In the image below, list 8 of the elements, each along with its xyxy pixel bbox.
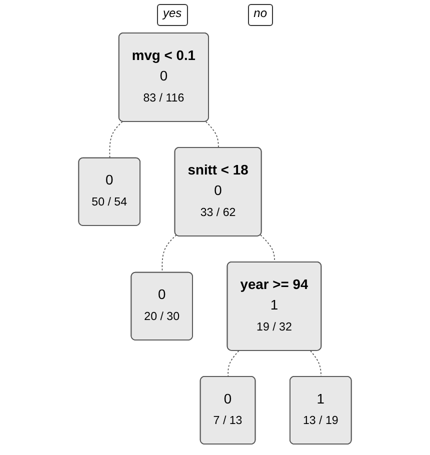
connector	[260, 234, 276, 263]
connector	[228, 350, 240, 378]
branch-tag: yes	[156, 4, 188, 26]
connector	[162, 234, 177, 274]
branch-tag: no	[248, 4, 274, 26]
connector	[310, 350, 322, 378]
connector	[206, 121, 219, 148]
connector	[109, 121, 123, 159]
